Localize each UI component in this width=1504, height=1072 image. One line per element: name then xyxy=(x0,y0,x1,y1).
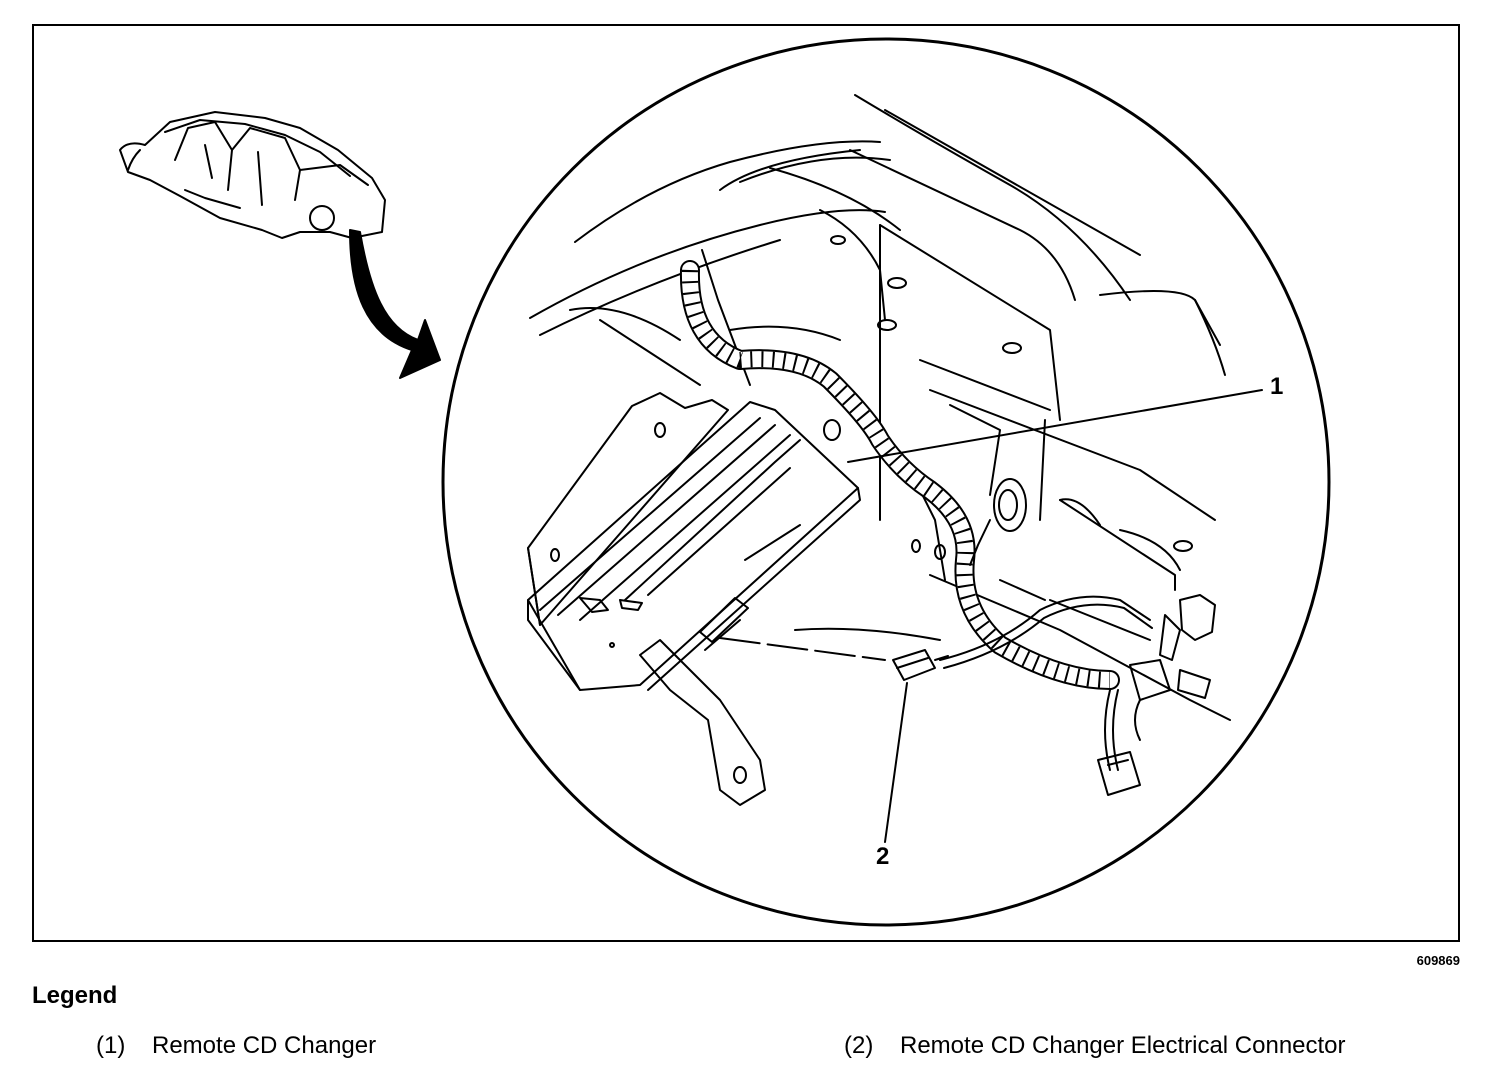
legend-item-label: Remote CD Changer xyxy=(152,1032,377,1059)
detail-circle xyxy=(441,37,1331,927)
legend-item-number: (1) xyxy=(96,1032,126,1059)
side-connectors xyxy=(1097,594,1216,796)
figure-id: 609869 xyxy=(1416,953,1460,968)
legend-item: (2) Remote CD Changer Electrical Connecto… xyxy=(844,1032,1346,1060)
figure-frame xyxy=(32,24,1460,942)
cd-changer-unit xyxy=(527,392,861,806)
vehicle-locator xyxy=(119,111,386,239)
fasteners xyxy=(830,235,1193,560)
callout-1: 1 xyxy=(1270,373,1283,400)
diagram-illustration: 1 2 xyxy=(119,37,1331,927)
legend-item-label: Remote CD Changer Electrical Connector xyxy=(900,1032,1346,1059)
legend-item-number: (2) xyxy=(844,1032,874,1059)
wiring-harness xyxy=(679,260,1153,771)
leader-lines xyxy=(719,389,1263,843)
pointer-arrow xyxy=(349,229,441,379)
trunk-body-lines xyxy=(529,94,1231,721)
cd-changer-connector xyxy=(892,649,949,681)
legend-item: (1) Remote CD Changer xyxy=(96,1032,376,1060)
legend-title: Legend xyxy=(32,982,118,1009)
callout-2: 2 xyxy=(876,843,889,870)
